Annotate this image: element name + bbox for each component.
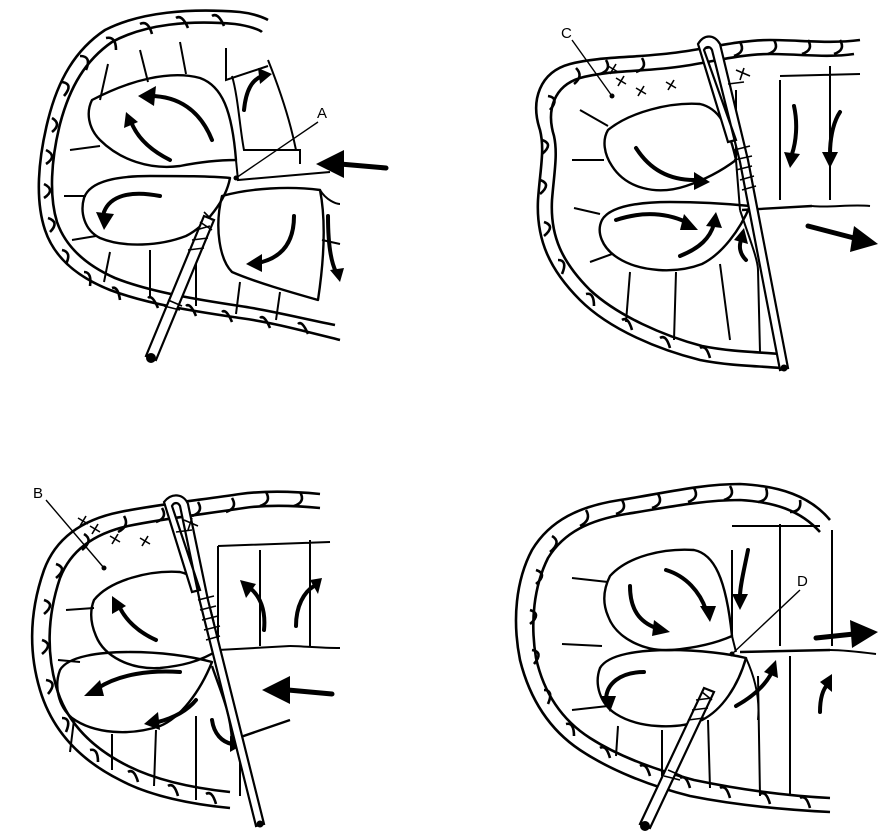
panel-d-drawing: D xyxy=(440,400,879,833)
panel-bottom-right: D xyxy=(440,400,879,833)
label-b: B xyxy=(33,485,43,502)
label-d: D xyxy=(797,573,808,590)
rope-twists xyxy=(540,40,842,358)
label-c: C xyxy=(561,25,572,42)
panel-b-drawing: B xyxy=(0,400,440,833)
label-a: A xyxy=(317,105,327,122)
panel-top-left: A xyxy=(0,0,440,400)
panel-top-right: C xyxy=(440,0,879,400)
panel-c-drawing: C xyxy=(440,0,879,400)
panel-bottom-left: B xyxy=(0,400,440,833)
panel-a-drawing: A xyxy=(0,0,440,400)
